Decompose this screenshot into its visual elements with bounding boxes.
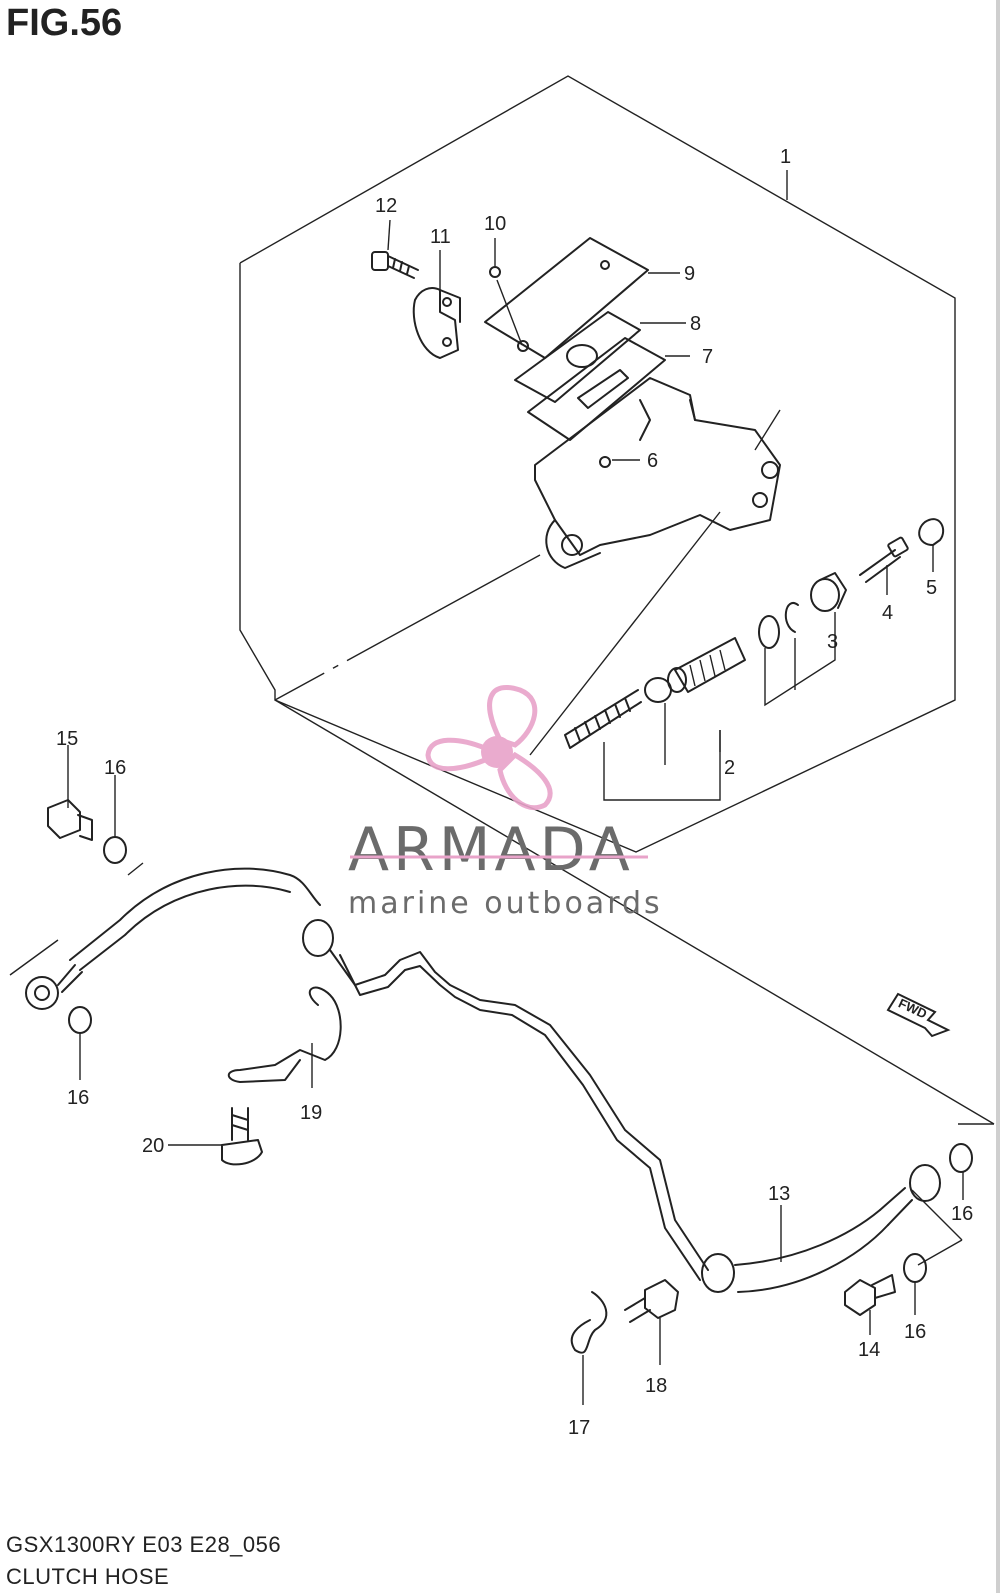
callout-leaders [67,170,964,1405]
leader-banjo-bottom [911,1189,963,1266]
callout-15: 15 [56,728,78,750]
callout-labels: 1 2 3 4 5 6 7 8 9 10 11 12 13 14 15 16 1… [56,146,973,1439]
callout-8: 8 [690,313,701,335]
callout-16-top: 16 [104,757,126,779]
callout-1: 1 [780,146,791,168]
banjo-bolt-14-icon [844,1274,896,1316]
callout-3: 3 [827,631,838,653]
boundary-diagonal [274,699,995,1125]
bracket-part-2 [603,730,721,801]
clutch-hose-13-icon [25,867,941,1293]
callout-6: 6 [647,450,658,472]
guide-line-bracket [754,409,781,451]
reservoir-cap-9-icon [484,237,649,359]
piston-kit-2-icon [564,602,799,749]
hose-clip-19-icon [227,986,342,1083]
callout-16-right-bottom: 16 [904,1321,926,1343]
page-edge [996,0,1000,1593]
callout-10: 10 [484,213,506,235]
clamp-11-icon [412,287,461,359]
guide-line-cylinder [274,554,541,701]
footer-model-code: GSX1300RY E03 E28_056 [6,1532,282,1557]
nut-5-icon [918,518,945,546]
callout-13: 13 [768,1183,790,1205]
fwd-label: FWD [896,995,929,1021]
armada-logo-icon [425,685,553,810]
callout-14: 14 [858,1339,880,1361]
diaphragm-plate-8-icon [514,311,641,403]
push-rod-4-icon [859,536,909,583]
callout-7: 7 [702,346,713,368]
footer-part-name: CLUTCH HOSE [6,1564,170,1589]
callout-2: 2 [724,757,735,779]
callout-20: 20 [142,1135,164,1157]
watermark-brand: ARMADA [348,815,634,885]
assembly-boundary [239,75,956,853]
callout-16-right-top: 16 [951,1203,973,1225]
screw-10-icon [489,266,523,346]
bolt-12-icon [371,251,419,279]
leader-banjo-top [9,862,144,976]
watermark-tagline: marine outboards [348,886,663,921]
bracket-part-3 [764,612,836,707]
callout-4: 4 [882,602,893,624]
callout-16-left: 16 [67,1087,89,1109]
bolt-18-icon [624,1279,679,1323]
callout-19: 19 [300,1102,322,1124]
guide-line-piston [529,511,721,756]
callout-11: 11 [430,226,451,248]
bolt-20-icon [221,1107,263,1166]
callout-17: 17 [568,1417,590,1439]
callout-12: 12 [375,195,397,217]
callout-18: 18 [645,1375,667,1397]
figure-title: FIG.56 [6,2,123,44]
master-cylinder-body-icon [534,377,781,569]
callout-5: 5 [926,577,937,599]
banjo-bolt-15-icon [47,799,93,841]
diaphragm-7-icon [527,337,666,441]
callout-9: 9 [684,263,695,285]
dust-seal-3-icon [810,572,847,612]
fwd-arrow-icon: FWD [886,992,951,1038]
hose-clip-17-icon [570,1291,608,1354]
